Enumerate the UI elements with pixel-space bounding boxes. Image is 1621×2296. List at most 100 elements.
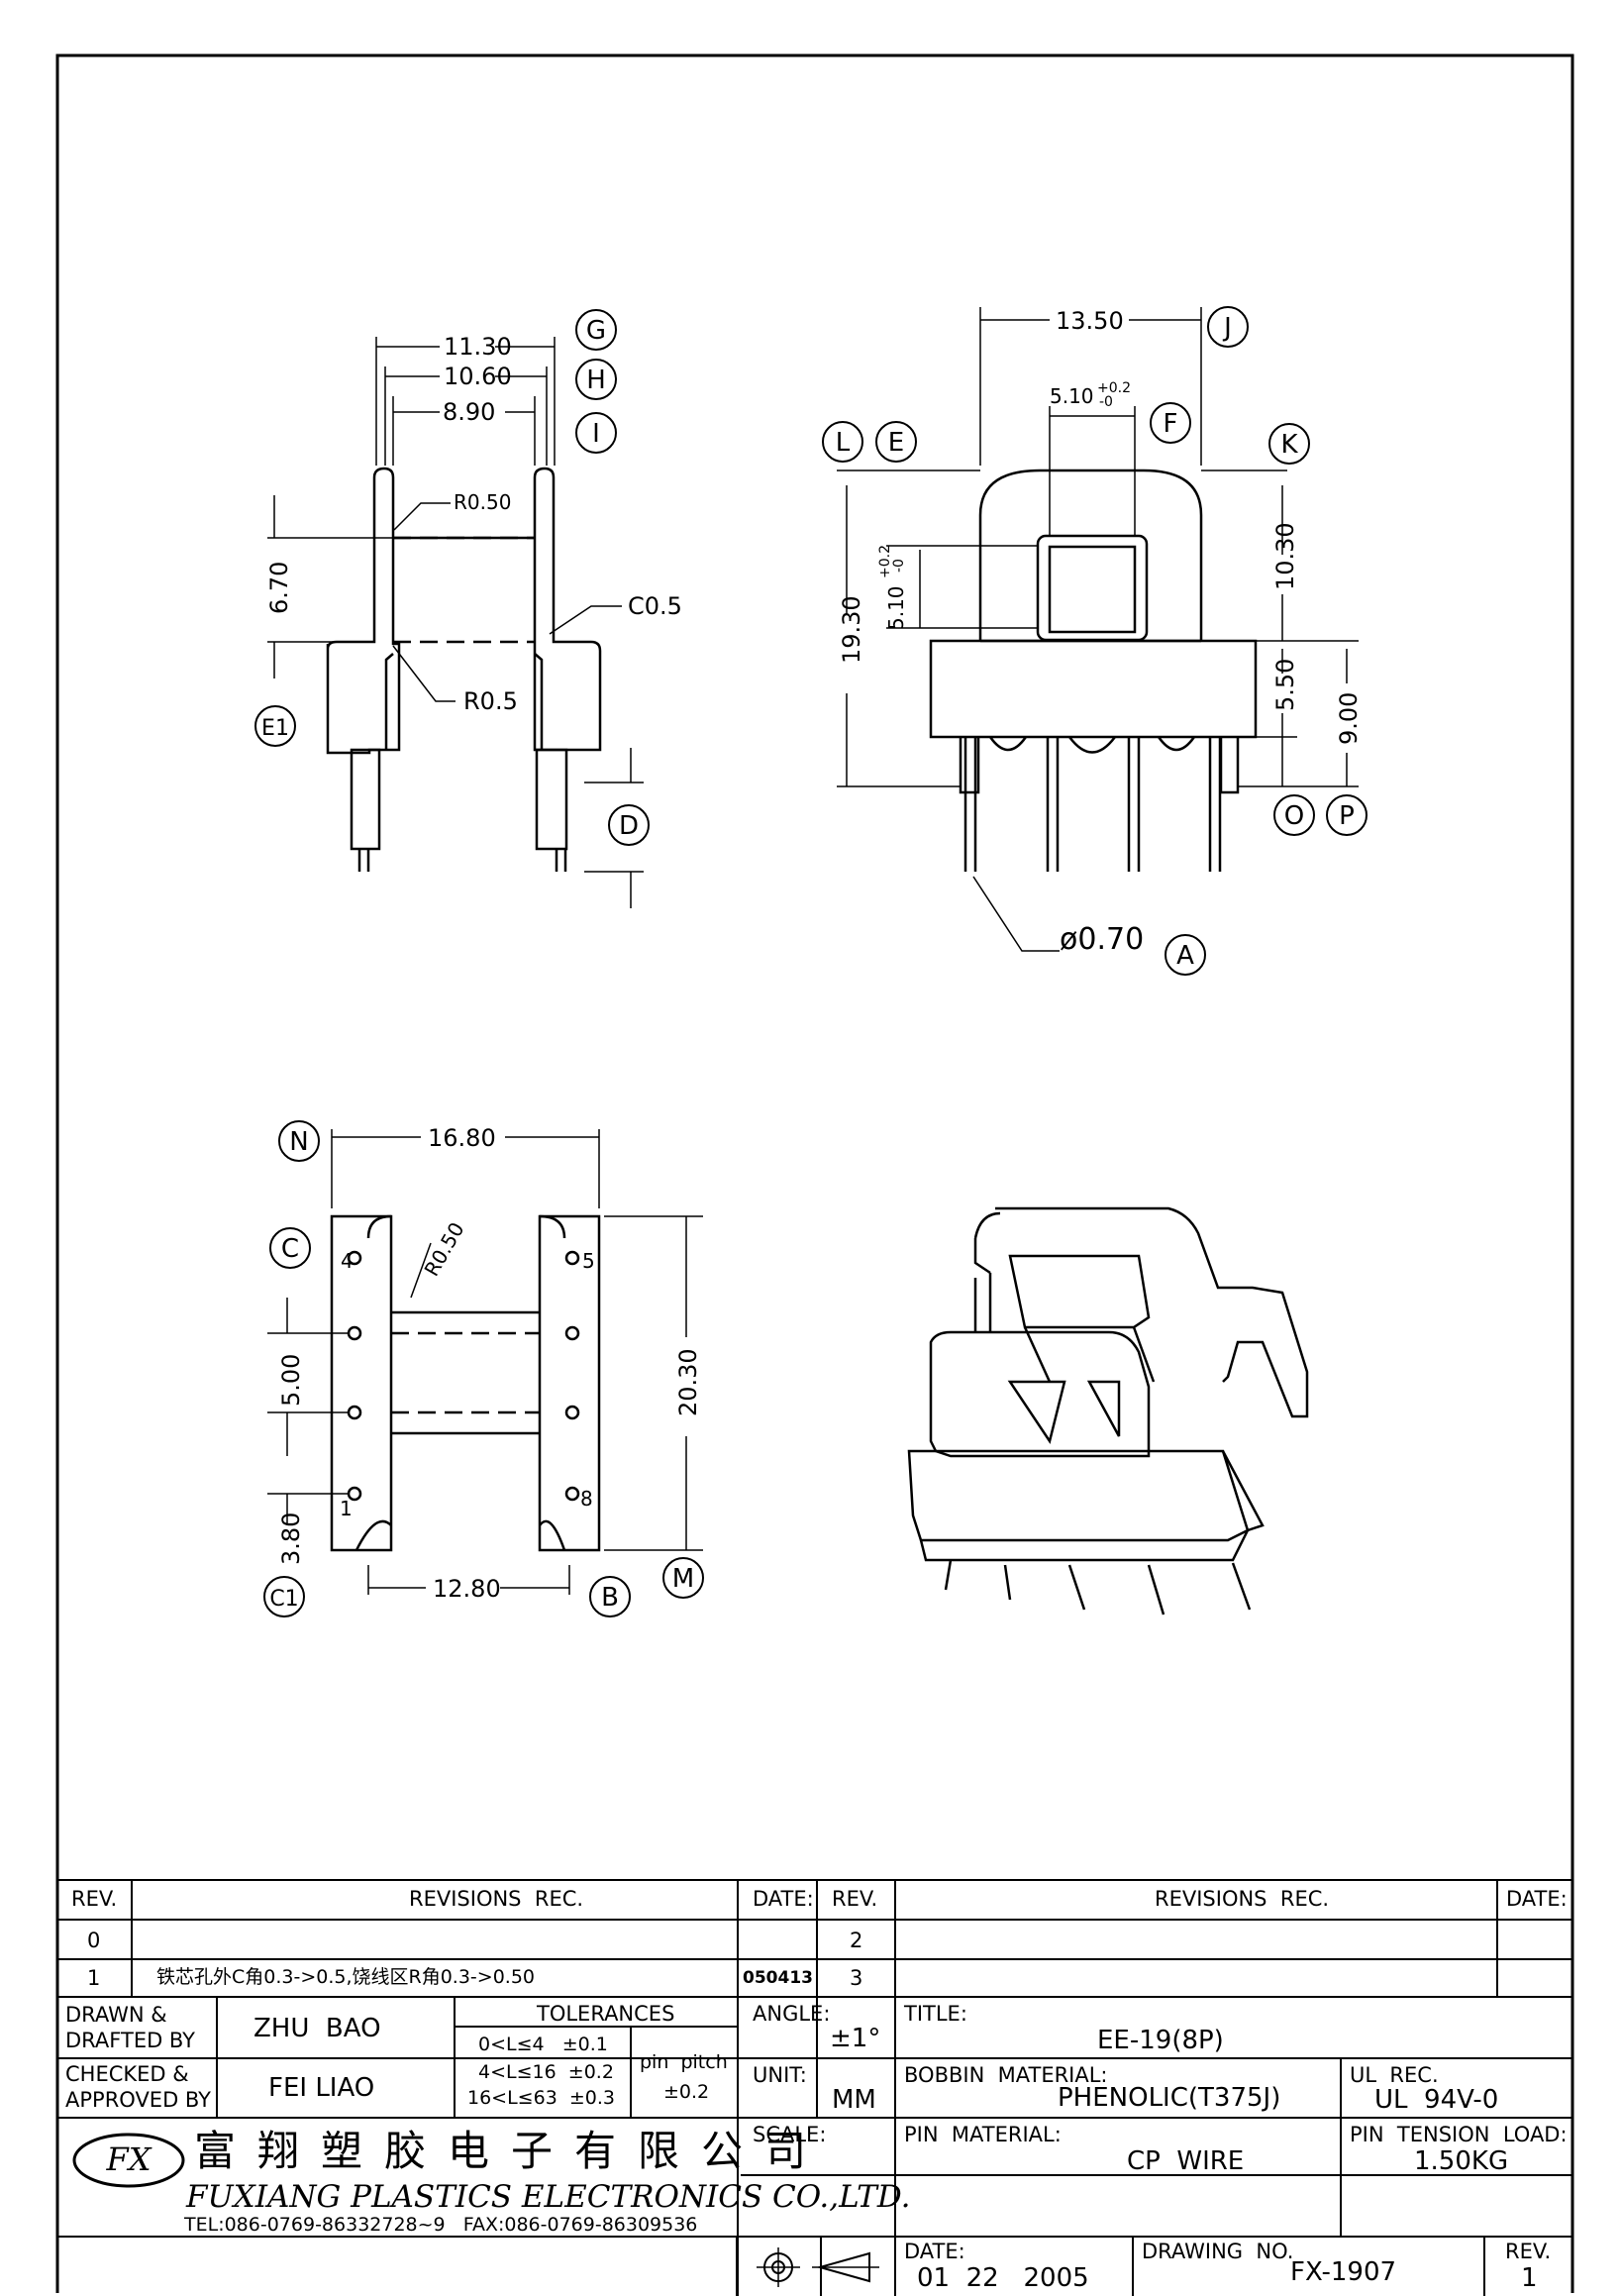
bottom-view [330, 1214, 601, 1552]
side-view-labels: 11.30 10.60 8.90 6.70 R0.50 C0.5 R0.5 [265, 333, 682, 715]
balloon-i: I [592, 419, 600, 449]
dim-11-30: 11.30 [444, 333, 512, 361]
balloon-l: L [836, 428, 851, 458]
pin-diameter: ø0.70 [1060, 922, 1144, 957]
checked-label: CHECKED & APPROVED BY [65, 2062, 212, 2113]
pin-number-4: 4 [341, 1249, 354, 1273]
pin-number-8: 8 [580, 1487, 593, 1511]
balloon-d: D [619, 811, 639, 841]
pin-pitch-label: pin pitch [640, 2051, 728, 2073]
title-label: TITLE: [904, 2002, 967, 2026]
front-view-dims [837, 307, 1359, 952]
drawing-no-label: DRAWING NO. [1142, 2240, 1294, 2263]
balloon-c1: C1 [269, 1587, 298, 1612]
drawn-by: ZHU BAO [253, 2014, 381, 2043]
rev-3: 3 [850, 1966, 863, 1990]
rev-value: 1 [1521, 2263, 1538, 2293]
sheet-border [55, 53, 1574, 2293]
revisions-header: REVISIONS REC. [409, 1887, 584, 1911]
title-block: REV. REVISIONS REC. DATE: REV. REVISIONS… [57, 1879, 1572, 2296]
pin-material-value: CP WIRE [1127, 2146, 1245, 2176]
pin-tension-label: PIN TENSION LOAD: [1350, 2123, 1568, 2146]
dim-9-00: 9.00 [1335, 692, 1363, 745]
date-header: DATE: [753, 1887, 814, 1911]
bottom-view-dims [267, 1129, 703, 1595]
pin-pitch-value: ±0.2 [663, 2081, 710, 2103]
bobbin-material-label: BOBBIN MATERIAL: [904, 2063, 1108, 2087]
front-view [929, 469, 1258, 872]
revisions-header-2: REVISIONS REC. [1155, 1887, 1330, 1911]
tolerances-label: TOLERANCES [537, 2002, 675, 2026]
company-name-en: FUXIANG PLASTICS ELECTRONICS CO.,LTD. [186, 2179, 911, 2215]
rev-1: 1 [87, 1966, 101, 1990]
dim-8-90: 8.90 [443, 398, 495, 426]
dim-5-00: 5.00 [277, 1354, 305, 1407]
ul-rec-label: UL REC. [1350, 2063, 1439, 2087]
company-logo: FX [72, 2133, 185, 2188]
bottom-view-labels: 16.80 20.30 5.00 3.80 12.80 R0.50 4 5 1 … [277, 1124, 702, 1603]
tol-row-1: 0<L≤4 ±0.1 [478, 2034, 608, 2055]
balloon-j: J [1222, 313, 1232, 343]
tol-lower-side: -0 [891, 559, 907, 573]
balloon-n: N [289, 1127, 308, 1157]
balloons [254, 306, 1368, 1618]
date-value: 01 22 2005 [917, 2263, 1089, 2293]
dim-6-70: 6.70 [265, 562, 293, 614]
company-name-cn: 富翔塑胶电子有限公司 [194, 2127, 829, 2175]
dim-5-10-side: 5.10 [884, 585, 908, 630]
side-view-dims [267, 337, 644, 908]
angle-value: ±1° [830, 2024, 881, 2053]
unit-value: MM [832, 2085, 876, 2115]
tol-upper-side: +0.2 [877, 545, 893, 578]
ul-rec-value: UL 94V-0 [1374, 2085, 1499, 2115]
unit-label: UNIT: [753, 2063, 807, 2087]
logo-text: FX [106, 2140, 152, 2178]
drawn-label: DRAWN & DRAFTED BY [65, 2003, 196, 2053]
balloon-a: A [1176, 941, 1194, 971]
bobbin-material-value: PHENOLIC(T375J) [1058, 2083, 1281, 2113]
projection-symbol [757, 2247, 879, 2287]
dim-19-30: 19.30 [838, 595, 865, 664]
rev-header: REV. [71, 1887, 118, 1911]
radius-r05: R0.5 [463, 687, 518, 715]
balloon-labels: G H I E1 D J F L E K O P A N C C1 B M [261, 313, 1355, 1613]
company-contact: TEL:086-0769-86332728~9 FAX:086-0769-863… [184, 2214, 698, 2236]
title-value: EE-19(8P) [1097, 2026, 1224, 2055]
tol-upper-top: +0.2 [1097, 380, 1131, 396]
dim-12-80: 12.80 [433, 1575, 501, 1603]
balloon-c: C [281, 1234, 299, 1264]
balloon-p: P [1339, 801, 1355, 831]
balloon-m: M [672, 1564, 694, 1594]
balloon-k: K [1280, 430, 1298, 460]
radius-r050: R0.50 [454, 490, 511, 514]
radius-r050-bottom: R0.50 [420, 1218, 469, 1281]
balloon-g: G [586, 316, 606, 346]
pin-material-label: PIN MATERIAL: [904, 2123, 1062, 2146]
dim-16-80: 16.80 [428, 1124, 496, 1152]
tol-row-3: 16<L≤63 ±0.3 [467, 2087, 615, 2109]
dim-5-10-top: 5.10 [1050, 384, 1094, 408]
pin-number-1: 1 [340, 1497, 353, 1520]
dim-10-30: 10.30 [1271, 522, 1299, 590]
date-header-2: DATE: [1506, 1887, 1568, 1911]
dim-10-60: 10.60 [444, 363, 512, 390]
dim-20-30: 20.30 [674, 1348, 702, 1416]
isometric-view [907, 1206, 1309, 1616]
rev-1-description: 铁芯孔外C角0.3->0.5,饶线区R角0.3->0.50 [156, 1966, 536, 1988]
balloon-e1: E1 [261, 716, 289, 741]
balloon-e: E [888, 428, 904, 458]
dim-5-50: 5.50 [1271, 659, 1299, 711]
rev-2: 2 [850, 1929, 863, 1952]
rev-0: 0 [87, 1929, 101, 1952]
front-view-labels: 13.50 5.10 +0.2 -0 19.30 5.10 +0.2 -0 10… [838, 307, 1363, 957]
tol-row-2: 4<L≤16 ±0.2 [478, 2061, 614, 2083]
balloon-f: F [1164, 409, 1178, 439]
balloon-o: O [1284, 801, 1304, 831]
pin-tension-value: 1.50KG [1414, 2146, 1509, 2176]
rev-label: REV. [1505, 2240, 1552, 2263]
dim-3-80: 3.80 [277, 1513, 305, 1565]
tol-lower-top: -0 [1099, 394, 1113, 410]
balloon-h: H [586, 365, 606, 395]
pin-number-5: 5 [582, 1249, 595, 1273]
date-label: DATE: [904, 2240, 965, 2263]
